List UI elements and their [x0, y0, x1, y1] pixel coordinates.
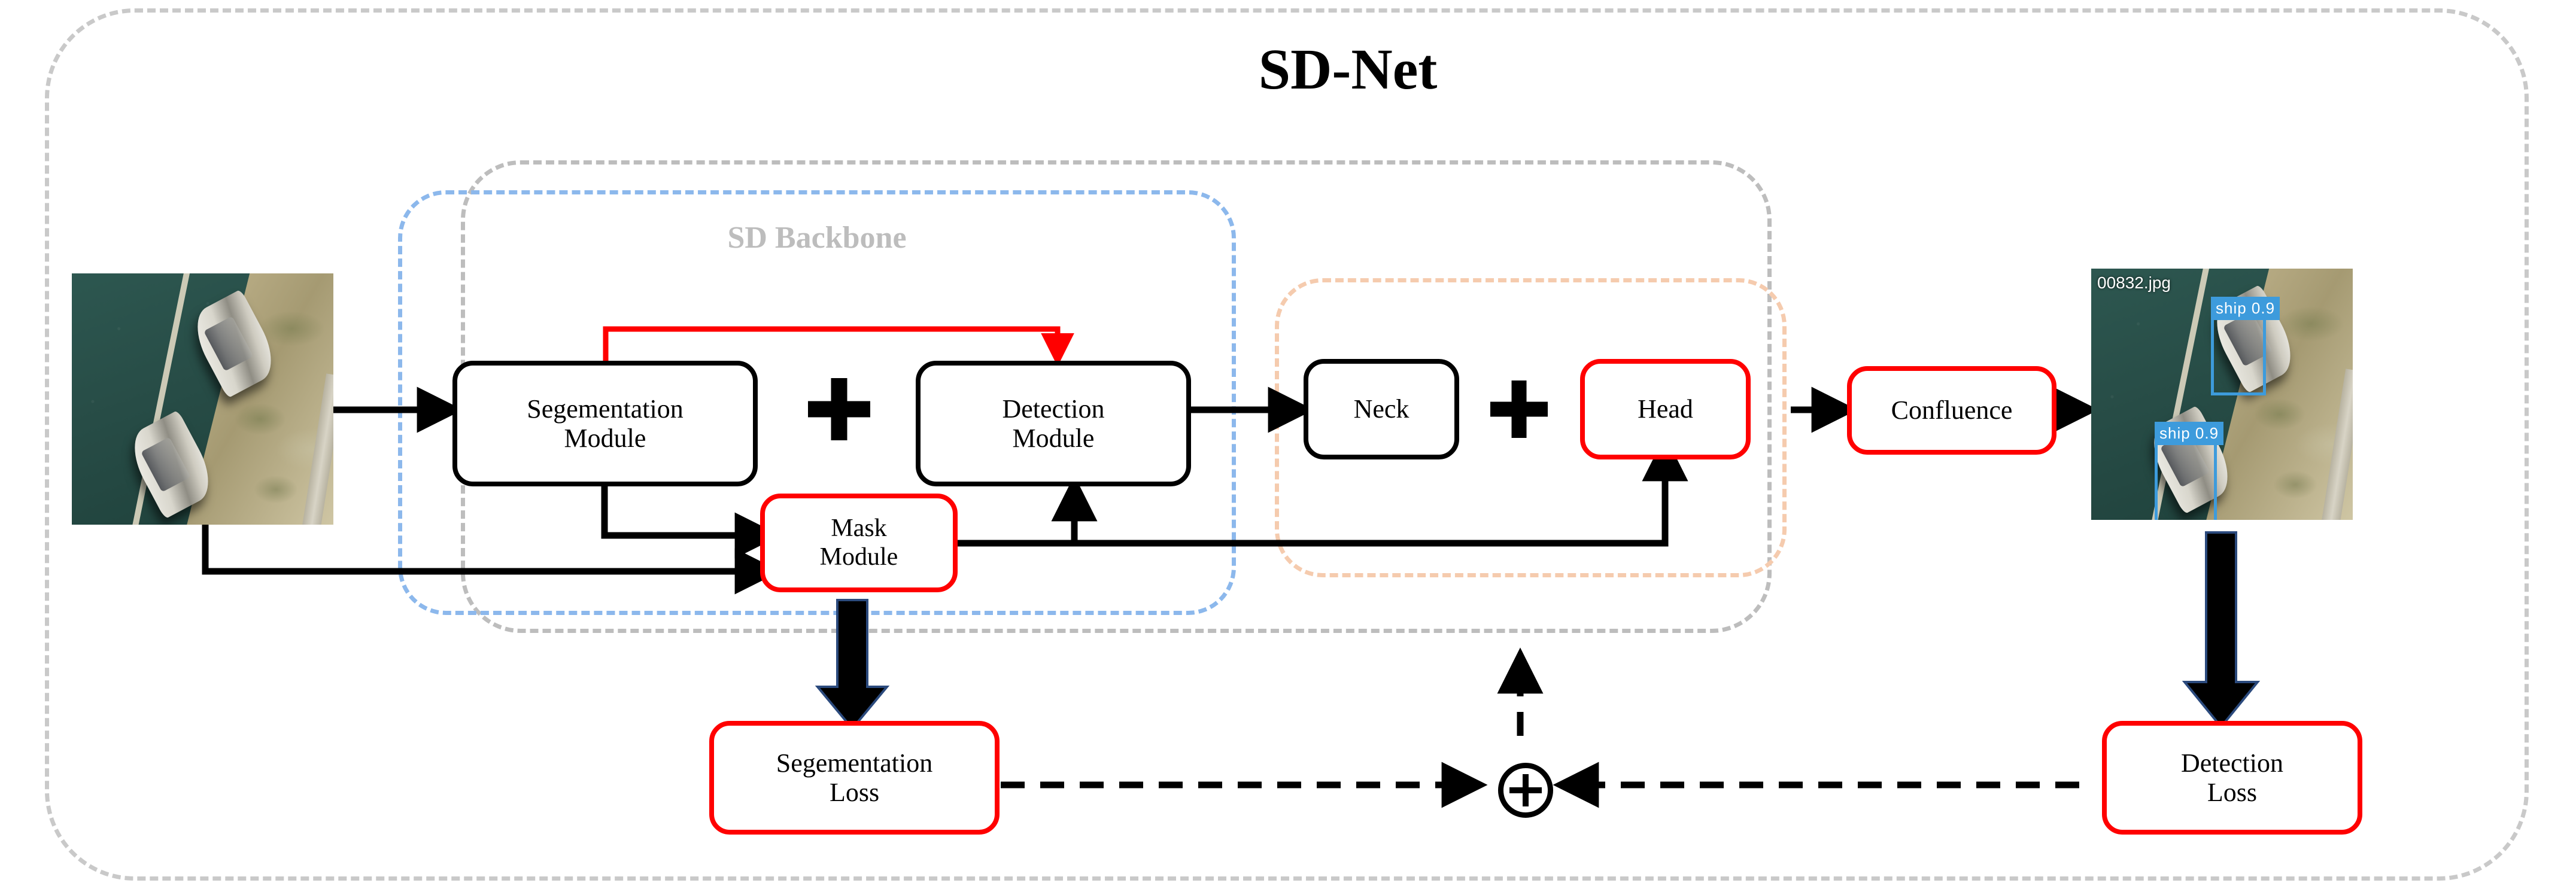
plus-backbone-icon	[808, 378, 870, 440]
page-title: SD-Net	[1258, 37, 1438, 101]
node-detection-module[interactable]: Detection Module	[916, 361, 1191, 486]
node-detection-loss[interactable]: Detection Loss	[2102, 721, 2362, 835]
output-filename-label: 00832.jpg	[2097, 273, 2171, 292]
node-segmentation-loss[interactable]: Segementation Loss	[709, 721, 1000, 835]
input-satellite-image	[72, 273, 333, 525]
node-label: Confluence	[1891, 395, 2013, 425]
node-label: Neck	[1353, 394, 1409, 424]
node-confluence[interactable]: Confluence	[1847, 366, 2056, 455]
node-label: Segementation Module	[527, 394, 684, 453]
node-mask-module[interactable]: Mask Module	[760, 494, 958, 592]
node-head[interactable]: Head	[1580, 359, 1751, 459]
node-label: Detection Module	[1002, 394, 1105, 453]
node-label: Head	[1638, 394, 1693, 424]
detection-label: ship 0.9	[2211, 297, 2280, 320]
detection-label: ship 0.9	[2155, 422, 2224, 445]
node-label: Detection Loss	[2180, 748, 2284, 807]
node-label: Mask Module	[819, 514, 898, 571]
node-segmentation-module[interactable]: Segementation Module	[452, 361, 758, 486]
node-neck[interactable]: Neck	[1304, 359, 1459, 459]
sdnet-outer-frame	[45, 8, 2529, 881]
node-label: Segementation Loss	[776, 748, 933, 807]
plus-neckhead-icon	[1490, 380, 1548, 438]
sum-node-icon	[1498, 763, 1553, 818]
sd-backbone-frame	[398, 190, 1236, 615]
output-detection-image: 00832.jpg ship 0.9 ship 0.9	[2091, 269, 2353, 520]
sd-backbone-label: SD Backbone	[727, 221, 907, 255]
